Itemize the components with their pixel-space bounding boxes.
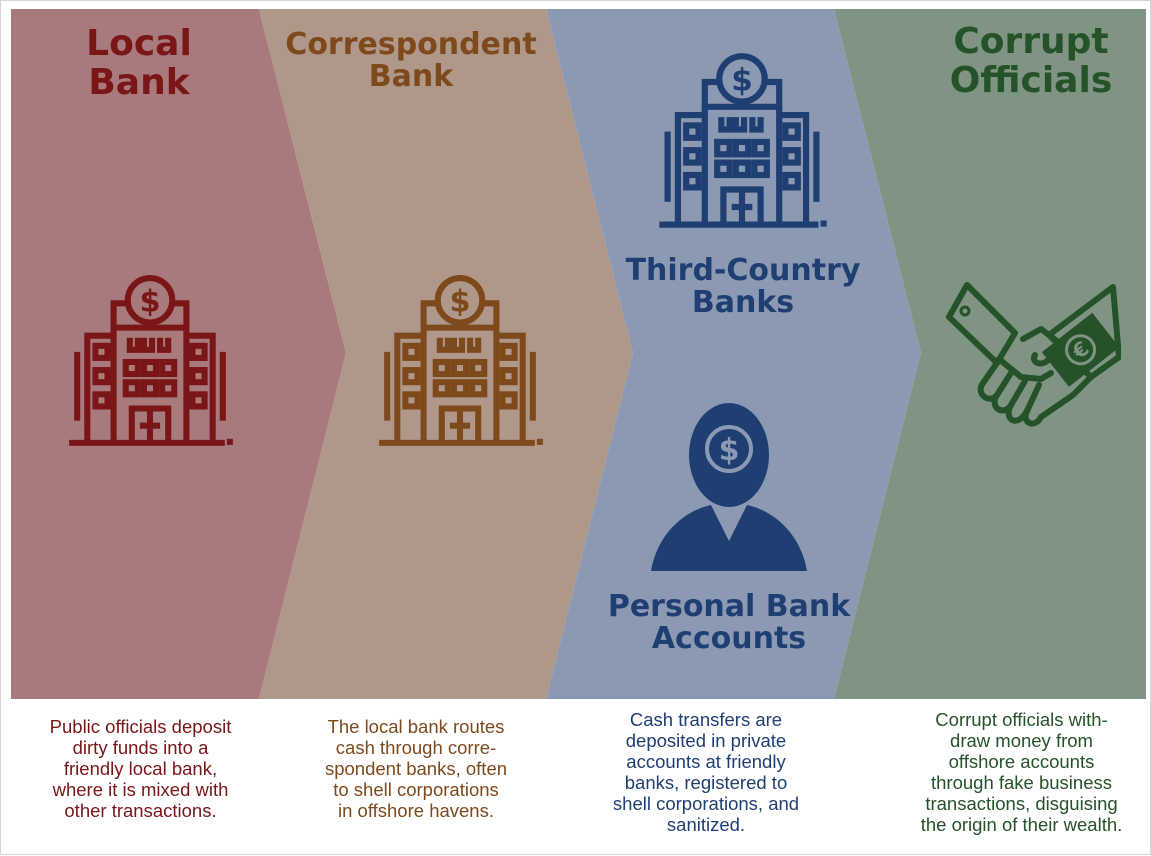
stage-description-third-country-banks: Cash transfers are deposited in private … bbox=[612, 709, 800, 835]
svg-text:$: $ bbox=[719, 433, 740, 468]
stage-title-personal-bank-accounts: Personal Bank Accounts bbox=[607, 589, 851, 657]
stage-description-local-bank: Public officials deposit dirty funds int… bbox=[49, 716, 232, 821]
stage-title-correspondent-bank: Correspondent Bank bbox=[285, 27, 537, 95]
stage-title-local-bank: Local Bank bbox=[86, 23, 192, 103]
stage-description-correspondent-bank: The local bank routes cash through corre… bbox=[324, 716, 508, 821]
local-bank-band bbox=[11, 9, 346, 699]
correspondent-bank-band bbox=[259, 9, 633, 699]
stage-title-third-country-banks: Third-Country Banks bbox=[625, 253, 861, 321]
third-country-banks-band bbox=[546, 9, 921, 699]
bank-building-icon bbox=[59, 273, 241, 455]
bank-building-icon bbox=[649, 51, 835, 237]
person-dollar-icon: $ bbox=[651, 403, 807, 571]
stage-title-corrupt-officials: Corrupt Officials bbox=[949, 21, 1113, 101]
bank-building-icon bbox=[369, 273, 551, 455]
stage-description-corrupt-officials: Corrupt officials with- draw money from … bbox=[920, 709, 1123, 835]
handshake-euro-icon: € bbox=[946, 282, 1121, 427]
